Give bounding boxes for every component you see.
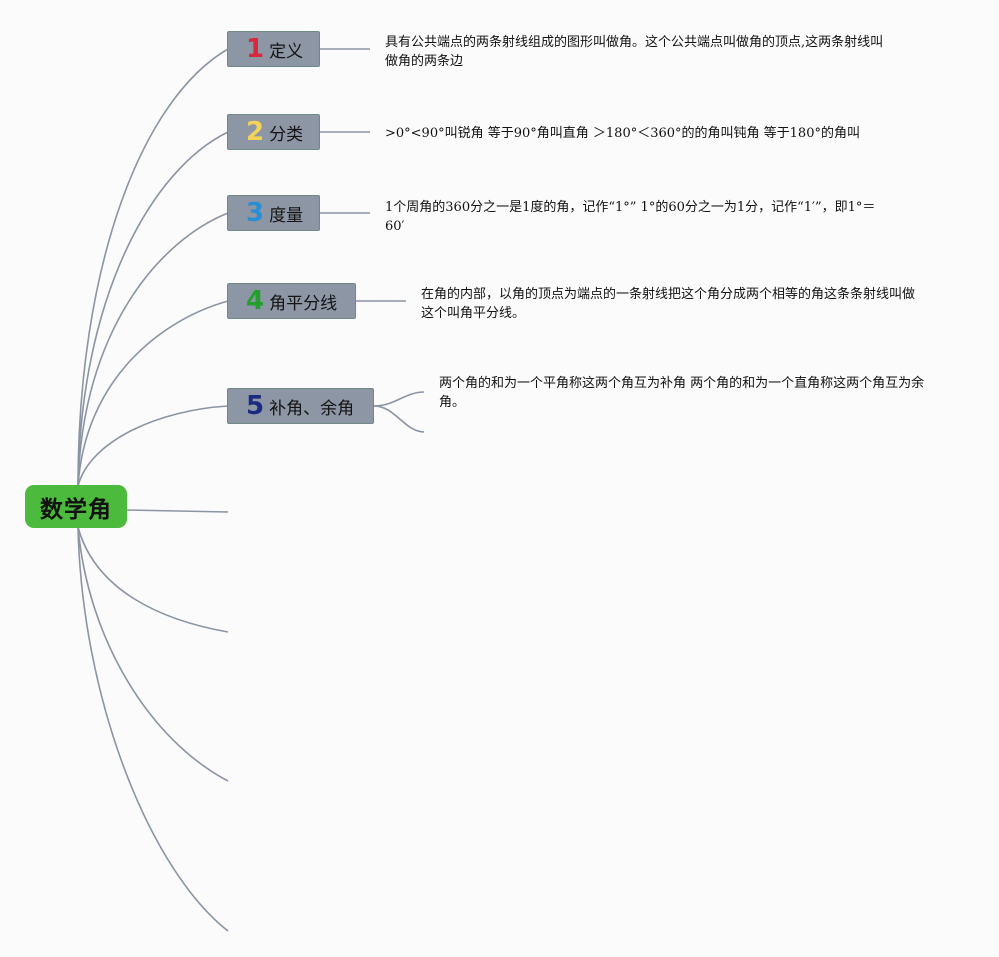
branch-node-classification[interactable]: 2 分类 xyxy=(227,114,320,150)
root-node[interactable]: 数学角 xyxy=(25,485,127,528)
note-definition: 具有公共端点的两条射线组成的图形叫做角。这个公共端点叫做角的顶点,这两条射线叫做… xyxy=(385,35,884,69)
note-classification: >0°<90°叫锐角 等于90°角叫直角 ＞180°＜360°的的角叫钝角 等于… xyxy=(385,126,860,141)
link-root-branch-4 xyxy=(77,300,229,487)
branch-node-definition[interactable]: 1 定义 xyxy=(227,31,320,67)
link-root-empty-1 xyxy=(126,509,229,513)
branch-node-angle-bisector[interactable]: 4 角平分线 xyxy=(227,283,356,319)
branch-label: 分类 xyxy=(269,124,304,145)
link-root-empty-4 xyxy=(77,526,229,932)
branch-number-1: 1 xyxy=(246,34,265,64)
link-root-branch-1 xyxy=(77,48,229,487)
branch-label: 度量 xyxy=(269,205,304,226)
note-angle-bisector: 在角的内部，以角的顶点为端点的一条射线把这个角分成两个相等的角这条条射线叫做这个… xyxy=(421,287,916,321)
note-supplementary-complementary: 两个角的和为一个平角称这两个角互为补角 两个角的和为一个直角称这两个角互为余角。 xyxy=(439,376,925,410)
branch-label: 角平分线 xyxy=(269,293,338,314)
link-root-branch-2 xyxy=(77,131,229,487)
branch-label: 定义 xyxy=(269,41,304,62)
link-root-branch-5 xyxy=(77,405,229,487)
branch-number-3: 3 xyxy=(246,198,265,228)
branch-number-5: 5 xyxy=(246,391,265,421)
branch-node-supplementary-complementary[interactable]: 5 补角、余角 xyxy=(227,388,374,424)
link-root-empty-2 xyxy=(77,526,229,633)
link-branch-5-note-b xyxy=(373,405,425,433)
link-root-branch-3 xyxy=(77,212,229,487)
link-branch-5-note-a xyxy=(373,391,425,407)
note-measurement: 1个周角的360分之一是1度的角，记作“1°” 1°的60分之一为1分，记作“1… xyxy=(385,200,876,234)
link-root-empty-3 xyxy=(77,526,229,782)
branch-node-measurement[interactable]: 3 度量 xyxy=(227,195,320,231)
branch-label: 补角、余角 xyxy=(269,398,355,419)
branch-number-4: 4 xyxy=(246,286,265,316)
branch-number-2: 2 xyxy=(246,117,265,147)
